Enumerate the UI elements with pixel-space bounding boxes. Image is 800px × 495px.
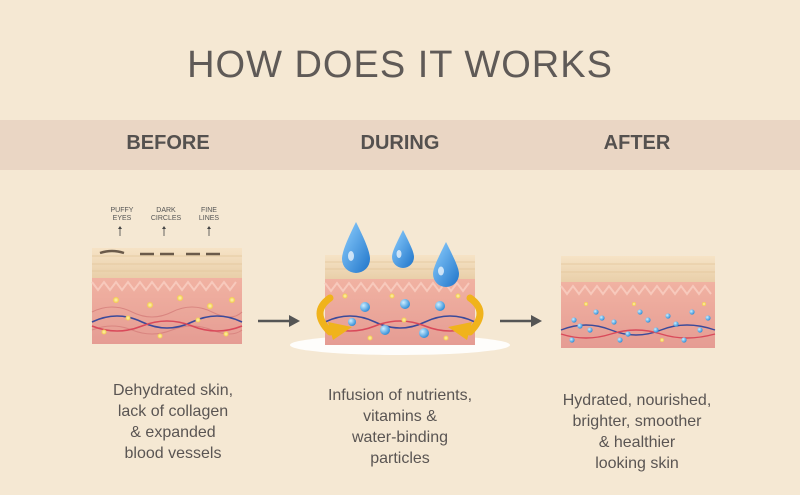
svg-text:FINE: FINE: [201, 207, 217, 214]
skin-label-puffy-eyes: PUFFY EYES: [111, 207, 134, 236]
svg-text:EYES: EYES: [113, 215, 132, 222]
svg-text:LINES: LINES: [199, 215, 220, 222]
water-droplet-icon: [433, 242, 459, 287]
skin-label-dark-circles: DARK CIRCLES: [151, 207, 182, 236]
water-droplet-icon: [392, 230, 414, 268]
arrow-before-to-during: [258, 315, 300, 327]
skin-label-fine-lines: FINE LINES: [199, 207, 220, 236]
skin-block-before: PUFFY EYES DARK CIRCLES FINE LINES: [91, 207, 243, 344]
stage-label-after: AFTER: [603, 132, 671, 154]
gold-arrow-right-icon: [448, 294, 484, 340]
svg-text:CIRCLES: CIRCLES: [151, 215, 182, 222]
gold-arrow-left-icon: [316, 294, 352, 340]
stage-label-before: BEFORE: [126, 132, 210, 154]
arrow-during-to-after: [500, 315, 542, 327]
water-droplet-icon: [342, 222, 370, 273]
stage-header-band: [0, 120, 800, 170]
caption-after: Hydrated, nourished, brighter, smoother …: [562, 392, 712, 472]
page-title: HOW DOES IT WORKS: [187, 44, 613, 86]
svg-text:PUFFY: PUFFY: [111, 207, 134, 214]
caption-before: Dehydrated skin, lack of collagen & expa…: [112, 382, 234, 462]
svg-text:DARK: DARK: [156, 207, 176, 214]
skin-block-during: [290, 222, 510, 355]
skin-block-after: [560, 256, 716, 348]
caption-during: Infusion of nutrients, vitamins & water-…: [327, 387, 473, 467]
stage-label-during: DURING: [360, 132, 440, 154]
